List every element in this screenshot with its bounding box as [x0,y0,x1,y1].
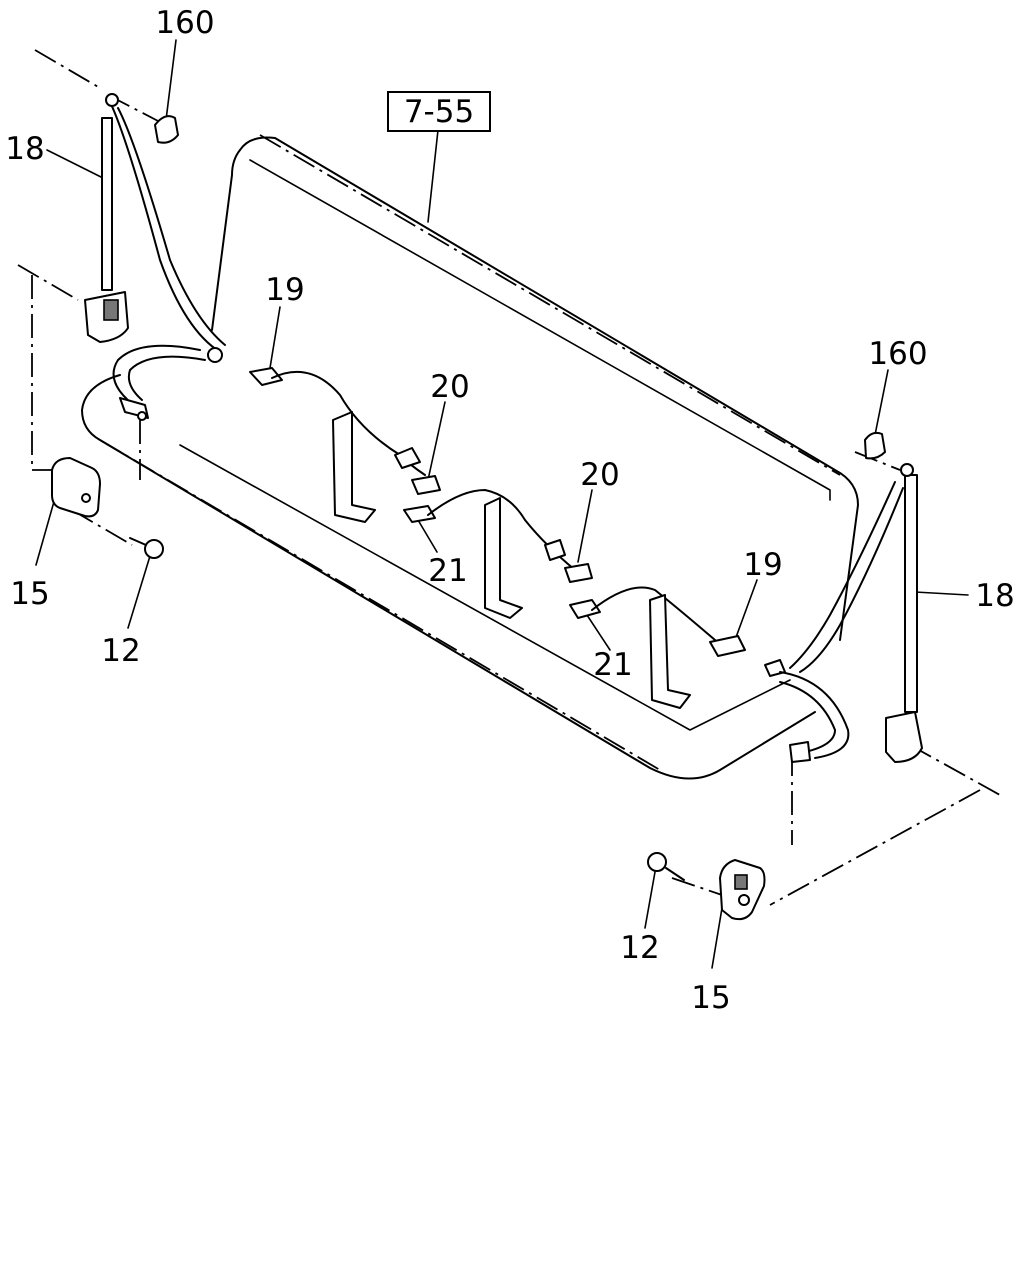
left-seat-belt-retractor [84,93,226,363]
callout-18-left: 18 [5,131,44,167]
left-anchor-plate [51,457,101,518]
right-anchor-plate [719,859,766,921]
seat-back [211,136,859,641]
right-seat-belt-retractor [789,463,923,763]
callout-20-right: 20 [580,457,619,493]
right-lap-belt [764,659,850,763]
callout-20-left: 20 [430,369,469,405]
left-cover-160 [154,115,179,144]
callout-12-right: 12 [620,930,659,966]
callout-160-left: 160 [155,5,214,41]
callout-18-right: 18 [975,578,1014,614]
callout-19-right: 19 [743,547,782,583]
reference-lines [17,49,1001,906]
callout-15-left: 15 [10,576,49,612]
right-screw [647,852,685,881]
center-buckle-assembly [249,367,746,709]
callout-21-left: 21 [428,553,467,589]
callout-160-right: 160 [868,336,927,372]
leader-lines [35,39,969,969]
callout-21-right: 21 [593,647,632,683]
reference-box: 7-55 [387,91,491,132]
callout-12-left: 12 [101,633,140,669]
reference-box-label: 7-55 [404,94,474,130]
callout-19-left: 19 [265,272,304,308]
callout-15-right: 15 [691,980,730,1016]
left-lap-belt [112,344,206,421]
right-cover-160 [864,431,886,460]
seat-cushion [81,374,816,780]
left-screw [129,537,164,559]
